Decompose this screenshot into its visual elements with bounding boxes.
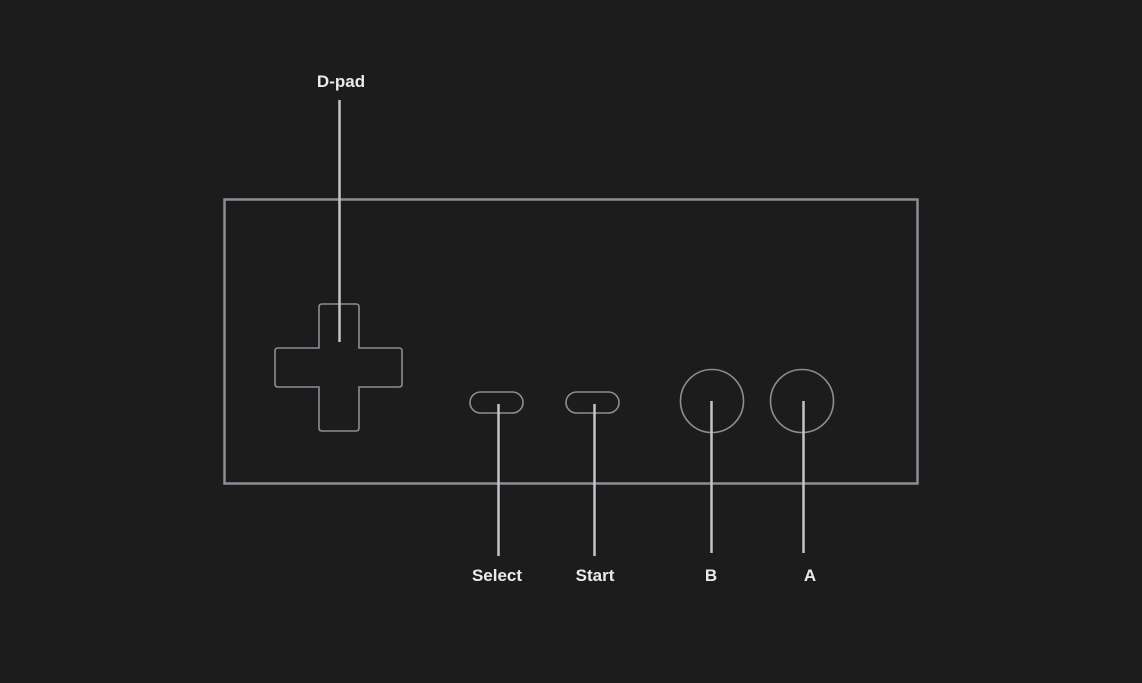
controller-body-outline xyxy=(223,198,919,485)
dpad-icon xyxy=(274,303,403,432)
start-button-icon xyxy=(565,391,620,414)
dpad-label: D-pad xyxy=(316,72,366,91)
a-label: A xyxy=(803,566,817,585)
b-label: B xyxy=(704,566,718,585)
select-button-icon xyxy=(469,391,524,414)
select-label: Select xyxy=(471,566,523,585)
a-button-icon xyxy=(769,368,835,434)
start-label: Start xyxy=(575,566,615,585)
